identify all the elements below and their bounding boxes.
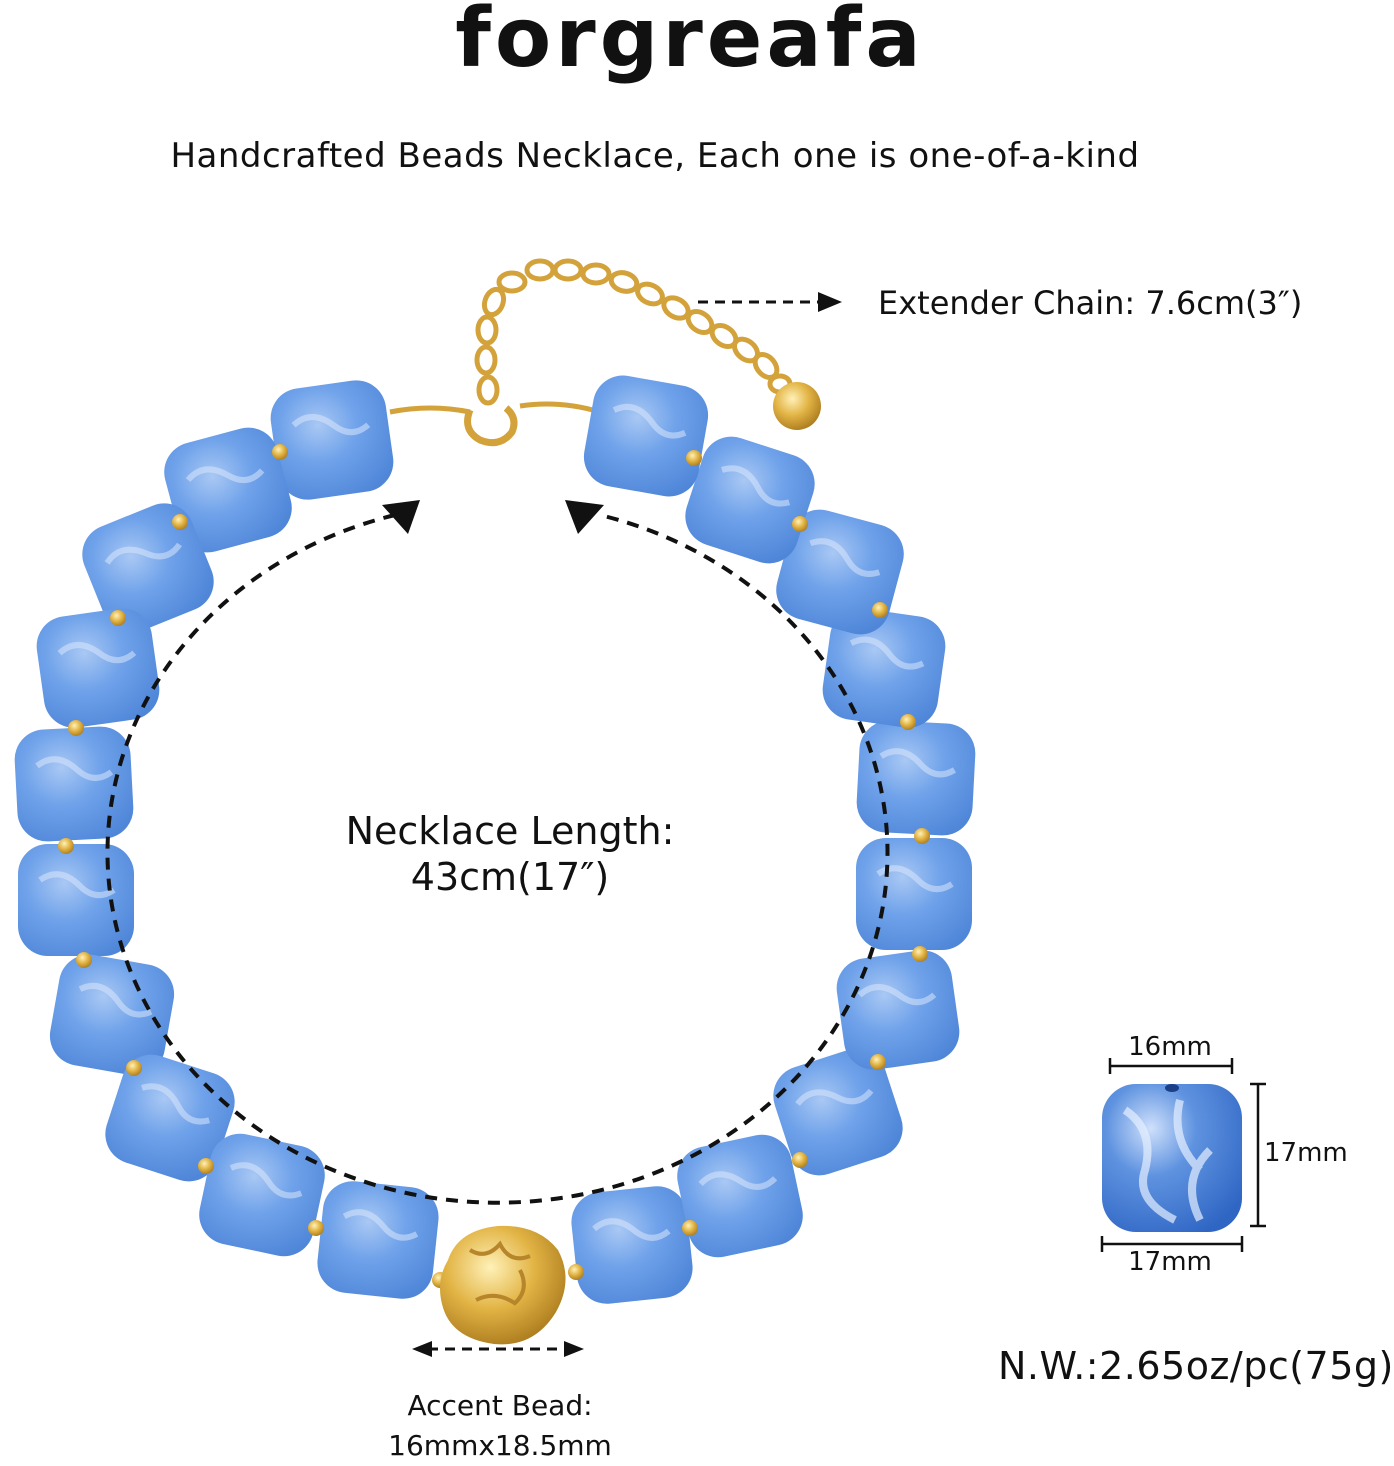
gold-spacer-bead (198, 1158, 214, 1174)
bead-swirl (698, 1171, 778, 1190)
arrowhead-left (382, 500, 420, 534)
bead-swirl (809, 538, 881, 577)
brand-logo: forgreafa (455, 0, 925, 86)
bead-swirl (857, 983, 937, 1006)
blue-bead (18, 844, 134, 956)
gold-spacer-bead (912, 946, 928, 962)
extender-arrowhead (818, 292, 842, 312)
blue-bead (164, 427, 292, 553)
blue-bead (685, 436, 815, 564)
gold-spacer-bead (308, 1220, 324, 1236)
single-bead-closeup (1102, 1084, 1242, 1232)
blue-bead (317, 1181, 439, 1299)
gold-spacer-bead (76, 952, 92, 968)
blue-bead (856, 838, 972, 950)
gold-spacer-bead (792, 516, 808, 532)
dimension-lines (1100, 1058, 1266, 1252)
gold-spacer-bead (126, 1060, 142, 1076)
accent-bead-title: Accent Bead: (407, 1389, 593, 1422)
gold-spacer-bead (172, 514, 188, 530)
gold-spacer-bead (792, 1152, 808, 1168)
necklace-length-value: 43cm(17″) (410, 855, 610, 899)
gold-spacer-bead (872, 602, 888, 618)
accent-bead-label: Accent Bead: 16mmx18.5mm (370, 1386, 630, 1466)
necklace-length-title: Necklace Length: (345, 809, 675, 853)
bead-swirl (291, 413, 371, 436)
gold-spacer-bead (58, 838, 74, 854)
net-weight-label: N.W.:2.65oz/pc(75g) (998, 1344, 1394, 1388)
blue-bead (82, 503, 214, 633)
necklace-length-label: Necklace Length: 43cm(17″) (300, 808, 720, 900)
blue-bead (571, 1186, 693, 1304)
bead-swirl (35, 756, 114, 781)
gold-spacer-bead (900, 714, 916, 730)
accent-arrowhead-right (564, 1341, 584, 1357)
accent-bead-size: 16mmx18.5mm (388, 1429, 612, 1462)
bead-swirl (342, 1209, 419, 1241)
accent-arrowhead-left (412, 1341, 432, 1357)
gold-spacer-bead (686, 450, 702, 466)
bead-depth-label: 17mm (1128, 1247, 1212, 1277)
bead-swirl (849, 636, 925, 670)
bead-swirl (229, 1162, 303, 1199)
blue-bead (677, 1134, 803, 1258)
blue-bead (856, 720, 976, 836)
bead-swirl (876, 865, 954, 893)
bead-swirl (78, 982, 153, 1018)
blue-bead (36, 608, 160, 728)
bead-swirl (592, 1218, 671, 1241)
gold-spacer-bead (68, 720, 84, 736)
blue-bead (836, 950, 960, 1070)
length-arc-left (105, 513, 890, 1205)
lobster-clasp (389, 401, 601, 447)
bead-swirl (879, 748, 957, 778)
gold-spacer-bead (914, 828, 930, 844)
extender-chain (474, 258, 793, 406)
bead-swirl (104, 542, 182, 565)
blue-bead (270, 380, 394, 500)
gold-spacer-bead (110, 610, 126, 626)
blue-bead (822, 608, 946, 728)
bead-swirl (38, 871, 116, 899)
blue-bead (199, 1133, 325, 1257)
bead-swirl (795, 1088, 874, 1107)
blue-bead (776, 509, 904, 635)
blue-bead (14, 726, 134, 842)
bead-height-label: 17mm (1264, 1138, 1348, 1168)
bead-width-label: 16mm (1128, 1032, 1212, 1062)
gold-spacer-bead (870, 1054, 886, 1070)
gold-spacer-bead (568, 1264, 584, 1280)
gold-spacer-bead (682, 1220, 698, 1236)
bead-swirl (185, 466, 265, 484)
tagline: Handcrafted Beads Necklace, Each one is … (170, 136, 1140, 176)
tag-charm (773, 382, 821, 430)
blue-bead (773, 1048, 903, 1176)
blue-bead (49, 954, 175, 1076)
blue-beads (14, 375, 976, 1304)
gold-spacer-bead (272, 444, 288, 460)
bead-swirl (57, 641, 137, 664)
bead-swirl (721, 465, 791, 507)
blue-bead (105, 1054, 235, 1182)
bead-swirl (141, 1083, 211, 1125)
extender-chain-label: Extender Chain: 7.6cm(3″) (878, 284, 1303, 322)
blue-bead (583, 375, 709, 497)
arrowhead-right (565, 500, 604, 534)
bead-swirl (612, 403, 687, 439)
gold-accent-bead (440, 1225, 566, 1345)
